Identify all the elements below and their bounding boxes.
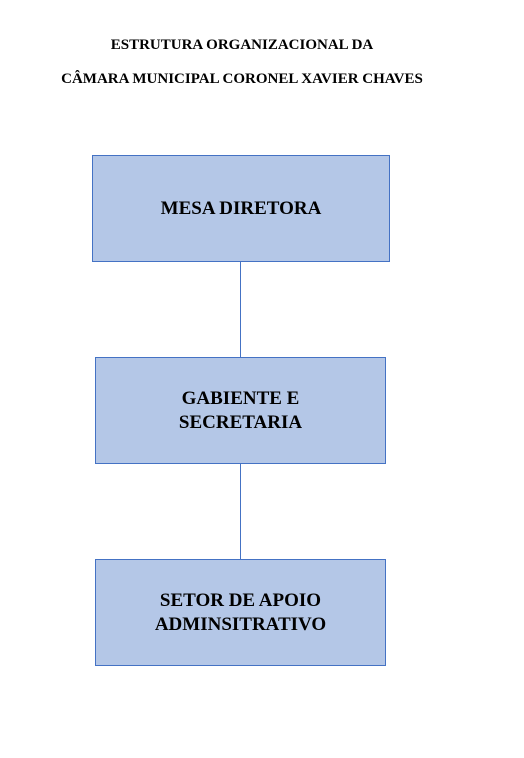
connector-line bbox=[240, 464, 241, 559]
org-node-label: MESA DIRETORA bbox=[160, 197, 322, 219]
org-node-label: SETOR DE APOIO ADMINSITRATIVO bbox=[154, 589, 327, 635]
org-node-mesa-diretora: MESA DIRETORA bbox=[92, 155, 390, 262]
chart-title-line-1: ESTRUTURA ORGANIZACIONAL DA bbox=[110, 37, 374, 53]
org-node-label: GABIENTE E SECRETARIA bbox=[178, 387, 303, 433]
connector-line bbox=[240, 262, 241, 357]
org-node-gabinete-secretaria: GABIENTE E SECRETARIA bbox=[95, 357, 386, 464]
org-node-setor-apoio: SETOR DE APOIO ADMINSITRATIVO bbox=[95, 559, 386, 666]
chart-title-line-2: CÂMARA MUNICIPAL CORONEL XAVIER CHAVES bbox=[61, 71, 423, 87]
